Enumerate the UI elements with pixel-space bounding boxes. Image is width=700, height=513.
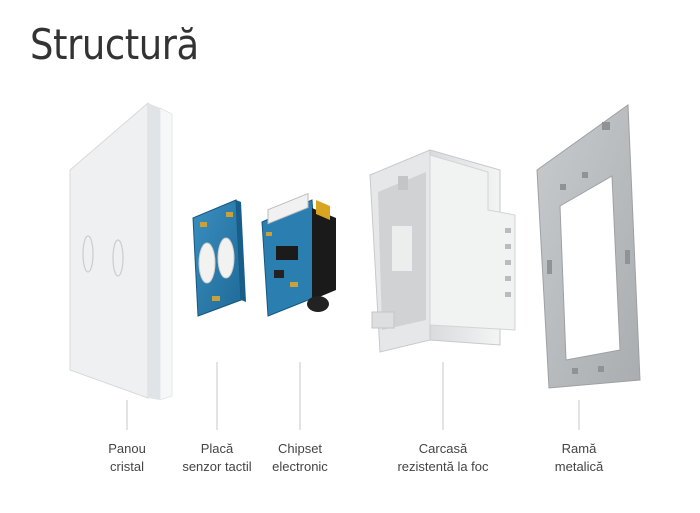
- glass-panel: [69, 101, 173, 401]
- label-chipset-line2: electronic: [272, 459, 328, 474]
- label-touch-sensor: Placă senzor tactil: [172, 440, 262, 476]
- label-touch-sensor-line1: Placă: [200, 441, 234, 456]
- touch-button-right: [112, 239, 124, 277]
- label-housing-line2: rezistentă la foc: [397, 459, 489, 474]
- label-metal-frame-line1: Ramă: [561, 441, 597, 456]
- label-housing: Carcasă rezistentă la foc: [388, 440, 498, 476]
- label-chipset-line1: Chipset: [277, 441, 323, 456]
- electronic-chipset: [261, 192, 336, 317]
- leader-lines: [126, 362, 580, 430]
- label-touch-sensor-line2: senzor tactil: [182, 459, 252, 474]
- label-chipset: Chipset electronic: [260, 440, 340, 476]
- label-glass-panel-line2: cristal: [110, 459, 144, 474]
- label-metal-frame-line2: metalică: [554, 459, 604, 474]
- touch-sensor-board: [192, 199, 246, 317]
- label-glass-panel: Panou cristal: [92, 440, 162, 476]
- metal-frame: [536, 104, 641, 389]
- fire-resistant-housing: [369, 149, 516, 353]
- label-housing-line1: Carcasă: [418, 441, 468, 456]
- label-glass-panel-line1: Panou: [108, 441, 146, 456]
- label-metal-frame: Ramă metalică: [544, 440, 614, 476]
- touch-button-left: [82, 235, 94, 273]
- page-title: Structură: [30, 20, 199, 69]
